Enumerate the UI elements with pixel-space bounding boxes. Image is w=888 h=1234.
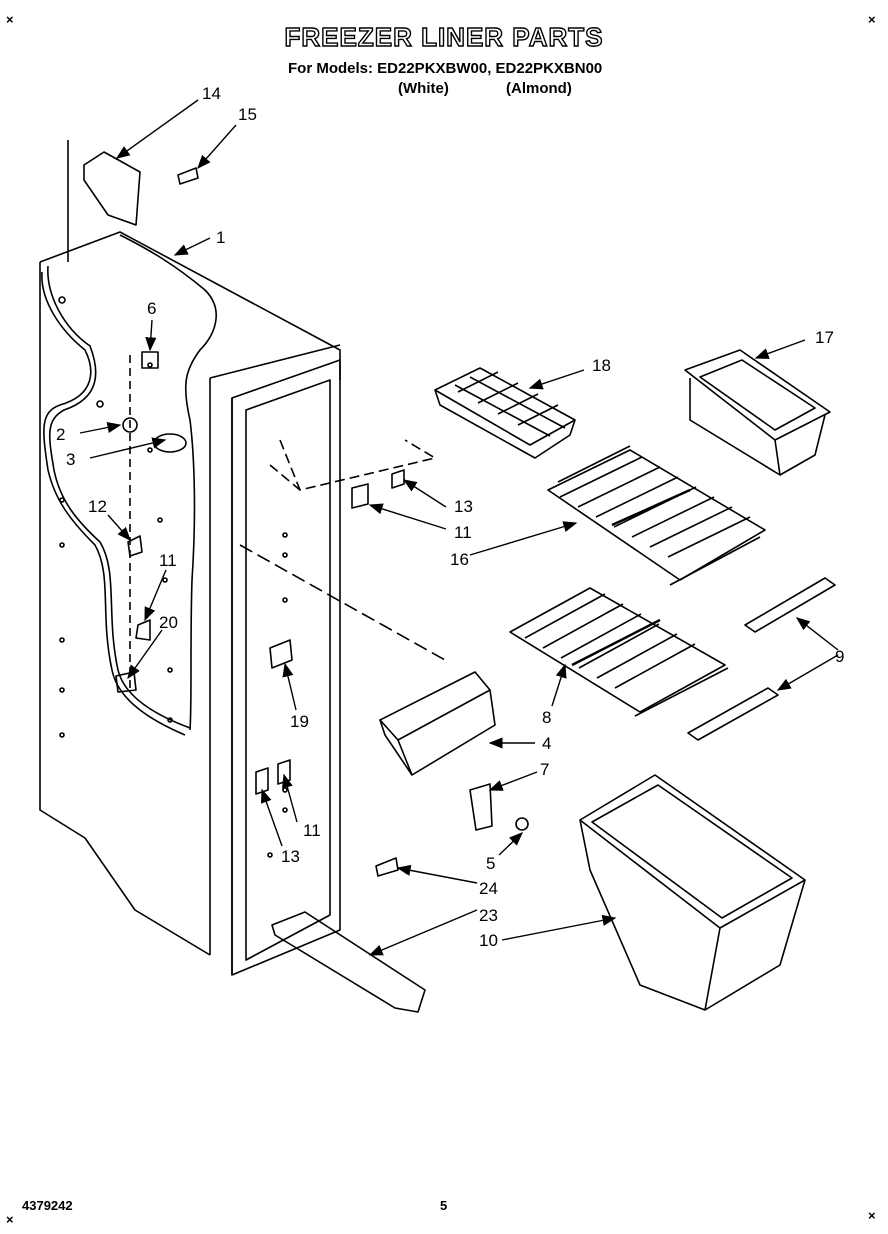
callout-8: 8	[542, 708, 551, 727]
callout-11-left: 11	[159, 551, 177, 570]
screw-5	[515, 817, 529, 831]
slide-rail-23	[271, 911, 426, 1013]
corner-mark-top-left: ×	[6, 12, 14, 27]
shelf-rail-9-upper	[744, 577, 836, 633]
almond-variant-label: (Almond)	[506, 80, 572, 97]
clip-11-left	[135, 619, 151, 641]
wire-shelf-16	[547, 445, 766, 586]
shelf-rail-9-lower	[687, 687, 779, 741]
callout-23: 23	[479, 906, 498, 925]
ice-cube-tray	[434, 367, 576, 459]
callout-20: 20	[159, 613, 178, 632]
callout-10: 10	[479, 931, 498, 950]
clip-11-upper	[351, 483, 369, 509]
white-variant-label: (White)	[398, 80, 449, 97]
callout-9: 9	[835, 647, 844, 666]
callout-6: 6	[147, 299, 156, 318]
models-line: For Models: ED22PKXBW00, ED22PKXBN00	[288, 60, 603, 77]
callout-24: 24	[479, 879, 498, 898]
corner-mark-top-right: ×	[868, 12, 876, 27]
callout-1: 1	[216, 228, 225, 247]
freezer-basket-10	[579, 774, 806, 1011]
document-number: 4379242	[22, 1198, 73, 1213]
callout-13-lower: 13	[281, 847, 300, 866]
callout-11-upper: 11	[454, 523, 472, 542]
door-bin-17	[684, 349, 831, 476]
wire-shelf-8	[509, 587, 729, 717]
callout-7: 7	[540, 760, 549, 779]
screw-24	[375, 857, 399, 877]
clip-11-lower	[277, 759, 291, 785]
bracket-6	[141, 351, 159, 369]
bracket-7	[469, 783, 493, 831]
screw-15	[177, 167, 199, 185]
callout-12: 12	[88, 497, 107, 516]
corner-mark-bottom-left: ×	[6, 1212, 14, 1227]
callout-13-upper: 13	[454, 497, 473, 516]
clip-13-upper	[391, 469, 405, 489]
corner-mark-bottom-right: ×	[868, 1208, 876, 1223]
callout-16: 16	[450, 550, 469, 569]
freezer-liner-shell	[39, 140, 446, 976]
callout-19: 19	[290, 712, 309, 731]
switch-19	[269, 639, 293, 669]
callout-2: 2	[56, 425, 65, 444]
callout-14: 14	[202, 84, 221, 103]
top-bracket	[83, 151, 141, 226]
page-title: FREEZER LINER PARTS	[284, 21, 604, 52]
light-socket-2	[122, 417, 138, 433]
light-bulb-3	[153, 433, 187, 453]
callout-17: 17	[815, 328, 834, 347]
callout-4: 4	[542, 734, 551, 753]
callout-5: 5	[486, 854, 495, 873]
callout-3: 3	[66, 450, 75, 469]
callout-11-lower: 11	[303, 821, 321, 840]
page-number: 5	[440, 1198, 448, 1213]
clip-12	[127, 535, 143, 557]
callout-18: 18	[592, 356, 611, 375]
callout-15: 15	[238, 105, 257, 124]
shelf-support-4	[379, 671, 496, 776]
